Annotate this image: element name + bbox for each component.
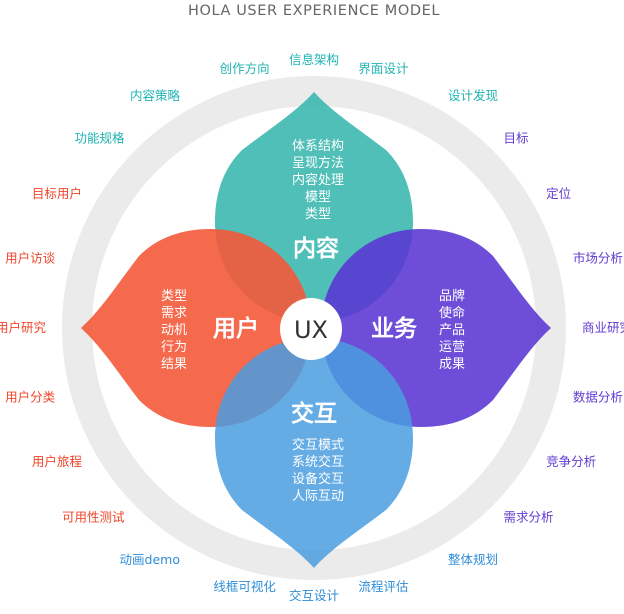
ring-label: 设计发现 (448, 88, 498, 103)
petal-business-item: 成果 (439, 357, 465, 372)
petal-user-item: 类型 (161, 289, 187, 304)
petal-interaction-item: 交互模式 (292, 437, 344, 453)
ring-label: 整体规划 (448, 552, 498, 567)
petal-user-item: 动机 (161, 323, 187, 338)
petal-interaction-items: 交互模式 系统交互 设备交互 人际互动 (292, 437, 344, 504)
petal-business-label: 业务 (371, 316, 418, 342)
ring-label: 用户访谈 (5, 251, 56, 266)
ring-labels: 信息架构界面设计设计发现目标定位市场分析商业研究数据分析竞争分析需求分析整体规划… (0, 52, 624, 603)
ring-label: 需求分析 (504, 510, 554, 525)
ring-label: 用户研究 (0, 320, 46, 335)
ring-label: 线框可视化 (213, 579, 276, 594)
petal-user-item: 行为 (161, 340, 187, 355)
ring-label: 可用性测试 (62, 510, 125, 525)
ring-label: 竞争分析 (546, 454, 596, 469)
petal-business-item: 产品 (439, 323, 465, 338)
petal-content-item: 体系结构 (292, 139, 344, 154)
ring-label: 内容策略 (130, 88, 181, 103)
petal-user-item: 需求 (161, 306, 187, 321)
petal-content-item: 类型 (305, 207, 331, 222)
ring-label: 用户旅程 (32, 454, 83, 469)
petal-business-item: 运营 (439, 340, 465, 355)
ring-label: 动画demo (120, 552, 180, 567)
ring-label: 目标 (504, 131, 529, 146)
petal-content-item: 内容处理 (292, 172, 344, 188)
center-circle (280, 298, 342, 360)
petal-interaction-label: 交互 (291, 400, 337, 427)
ring-label: 功能规格 (74, 131, 125, 146)
petal-interaction (215, 338, 413, 568)
ring-label: 目标用户 (32, 186, 82, 201)
petal-business-item: 使命 (439, 305, 465, 321)
ring-label: 信息架构 (289, 52, 339, 67)
petal-business-items: 品牌 使命 产品 运营 成果 (439, 288, 465, 372)
petal-content-items: 体系结构 呈现方法 内容处理 模型 类型 (292, 139, 344, 222)
diagram-title: HOLA USER EXPERIENCE MODEL (188, 3, 440, 19)
petals (81, 92, 551, 568)
petal-user-label: 用户 (213, 315, 259, 342)
petal-interaction-item: 人际互动 (292, 489, 344, 504)
ring-label: 界面设计 (358, 61, 408, 76)
ring-label: 商业研究 (582, 320, 624, 335)
ring-label: 数据分析 (573, 389, 623, 404)
petal-user-items: 类型 需求 动机 行为 结果 (161, 289, 187, 372)
petal-content-label: 内容 (293, 235, 339, 262)
center-label: UX (294, 316, 328, 344)
petal-interaction-item: 系统交互 (292, 454, 344, 470)
ring-label: 用户分类 (5, 389, 56, 404)
ring-label: 市场分析 (573, 251, 623, 266)
ring-label: 创作方向 (220, 61, 270, 76)
petal-content-item: 模型 (305, 190, 331, 205)
petal-user-item: 结果 (161, 357, 187, 372)
ring-label: 流程评估 (358, 579, 408, 594)
petal-interaction-item: 设备交互 (292, 471, 344, 487)
ring-label: 交互设计 (289, 588, 339, 603)
ring-label: 定位 (546, 186, 571, 201)
petal-content-item: 呈现方法 (292, 155, 344, 171)
petal-business-item: 品牌 (439, 288, 465, 304)
